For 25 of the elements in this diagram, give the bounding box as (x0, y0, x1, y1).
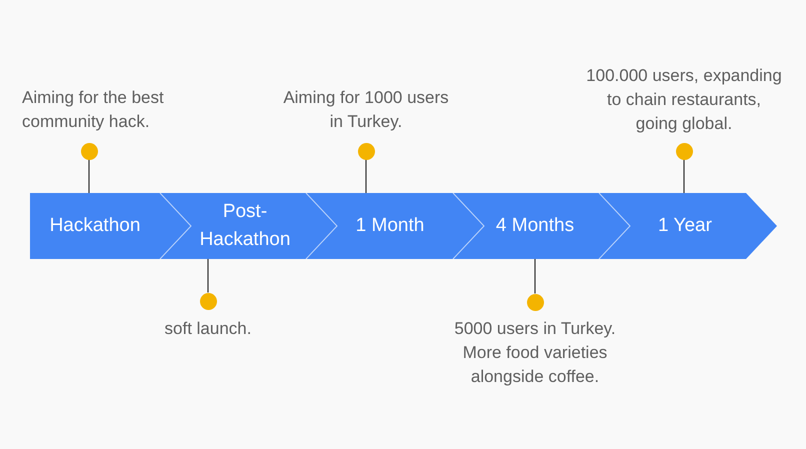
segment-label: 1 Month (356, 214, 424, 238)
segment-label: 4 Months (496, 214, 574, 238)
milestone-note: 100.000 users, expanding to chain restaurants, going global. (585, 65, 783, 135)
leader-line (683, 160, 685, 193)
leader-line (365, 160, 367, 193)
leader-line (207, 259, 209, 292)
chevron-segment (306, 193, 484, 259)
dot-icon (676, 142, 692, 160)
dot-icon (526, 294, 544, 310)
dot-icon (200, 292, 216, 310)
segment-label: Hackathon (50, 214, 140, 238)
milestone-note: soft launch. (164, 318, 252, 340)
dot-icon (358, 142, 374, 160)
segment-label: 1 Year (658, 214, 712, 238)
chevron-segment (30, 193, 191, 259)
chevron-segment (599, 193, 777, 259)
leader-line (88, 160, 90, 193)
chevron-segment (160, 193, 337, 259)
milestone-note: Aiming for 1000 users in Turkey. (282, 87, 450, 133)
dot-icon (80, 142, 98, 160)
milestone-note: 5000 users in Turkey. More food varieties alongside coffee. (453, 318, 617, 388)
milestone-note: Aiming for the best community hack. (22, 87, 165, 133)
segment-label: Post-Hackathon (198, 200, 292, 252)
chevron-segment (453, 193, 630, 259)
leader-line (534, 259, 536, 294)
